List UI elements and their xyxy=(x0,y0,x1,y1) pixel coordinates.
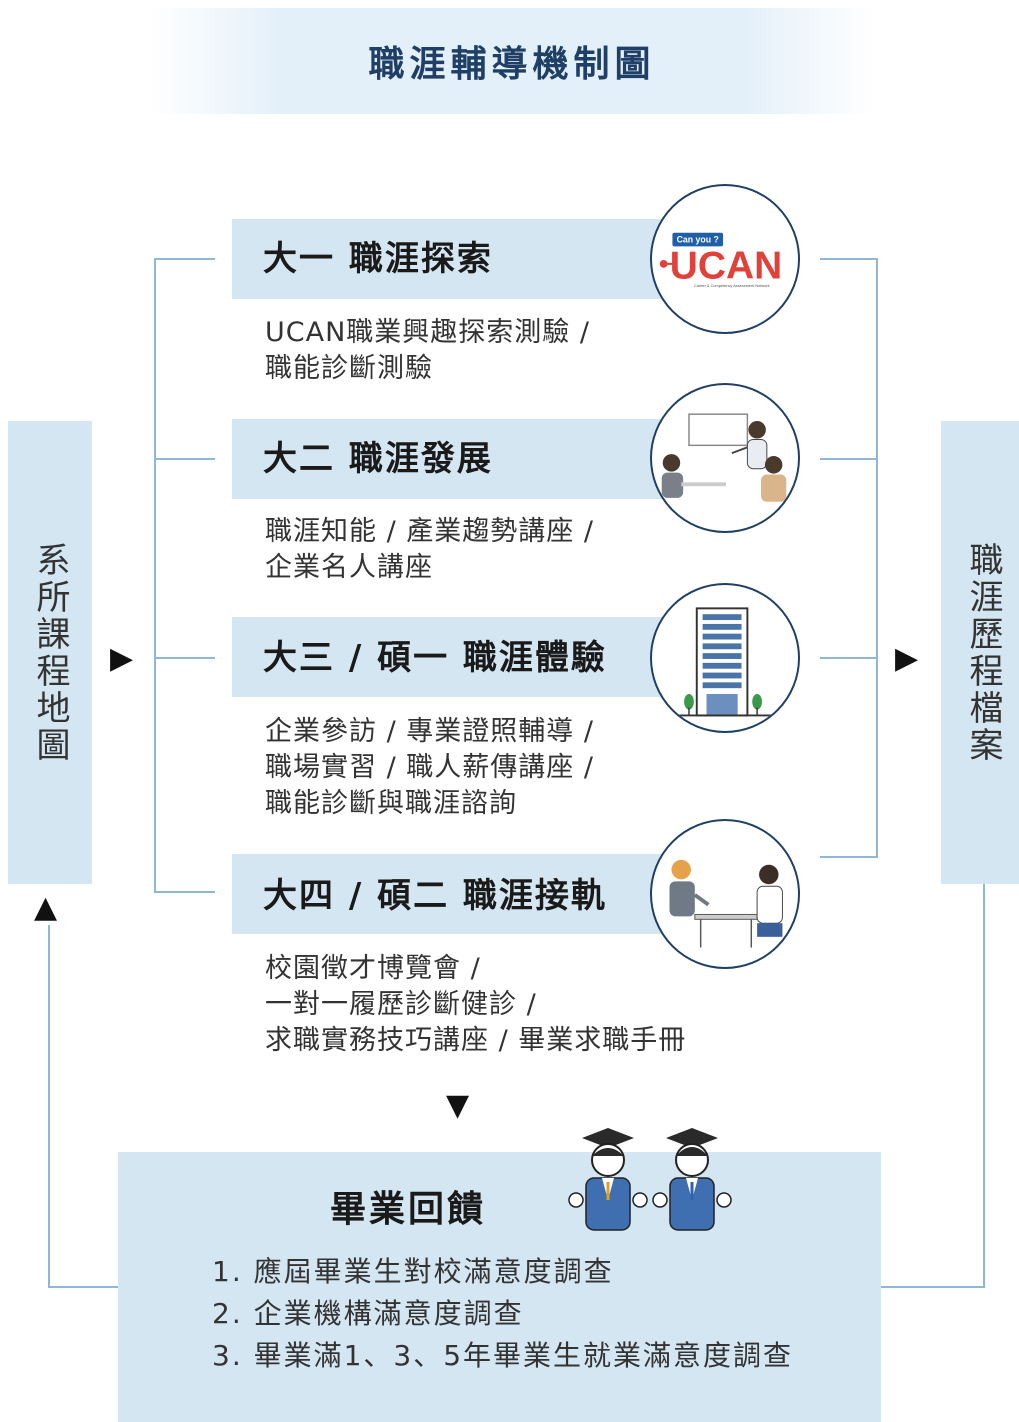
stage-2-desc-line: 企業名人講座 xyxy=(265,552,433,583)
feedback-item: 2. 企業機構滿意度調查 xyxy=(212,1297,524,1330)
stage-3-title: 大三 / 碩一 職涯體驗 xyxy=(263,638,607,678)
ucan-logo: Can you ? UCAN Career & Competency Asses… xyxy=(650,184,800,334)
stage-4-desc-line: 校園徵才博覽會 / xyxy=(265,953,481,984)
stage-3-bar xyxy=(232,617,666,697)
ucan-name: UCAN xyxy=(670,244,782,287)
arrow-down-icon: ▼ xyxy=(446,1088,470,1123)
stage-1-desc-line: UCAN職業興趣探索測驗 / xyxy=(265,317,590,348)
stage-2-desc-line: 職涯知能 / 產業趨勢講座 / xyxy=(265,516,594,547)
arrow-right-icon: ▶ xyxy=(895,641,919,676)
arrow-right-icon: ▶ xyxy=(110,641,134,676)
right-panel: 職涯歷程檔案 xyxy=(941,421,1019,884)
presentation-meeting-icon xyxy=(650,383,800,533)
stage-4-desc-line: 求職實務技巧講座 / 畢業求職手冊 xyxy=(265,1025,687,1056)
graduates-icon xyxy=(560,1120,740,1232)
title-banner: 職涯輔導機制圖 xyxy=(150,8,874,114)
right-panel-label: 職涯歷程檔案 xyxy=(963,541,1003,764)
stage-3-desc-line: 職場實習 / 職人薪傳講座 / xyxy=(265,752,594,783)
stage-1-bar xyxy=(232,219,666,299)
stage-4-bar xyxy=(232,854,666,934)
job-interview-icon xyxy=(650,819,800,969)
ucan-tagline: Can you ? xyxy=(677,234,719,244)
stage-2-title: 大二 職涯發展 xyxy=(263,439,493,479)
stage-3-desc-line: 職能診斷與職涯諮詢 xyxy=(265,788,517,819)
page-title: 職涯輔導機制圖 xyxy=(368,44,656,85)
feedback-item: 3. 畢業滿1、3、5年畢業生就業滿意度調查 xyxy=(212,1339,794,1372)
feedback-panel xyxy=(118,1152,881,1422)
ucan-subtitle: Career & Competency Assessment Network xyxy=(694,283,770,288)
office-building-icon xyxy=(650,583,800,733)
stage-4-title: 大四 / 碩二 職涯接軌 xyxy=(263,876,607,916)
stage-4-desc-line: 一對一履歷診斷健診 / xyxy=(265,989,537,1020)
feedback-title: 畢業回饋 xyxy=(330,1189,487,1230)
arrow-up-icon: ▲ xyxy=(34,890,58,925)
left-panel: 系所課程地圖 xyxy=(8,421,92,884)
stage-1-title: 大一 職涯探索 xyxy=(263,239,493,279)
stage-2-bar xyxy=(232,419,666,499)
feedback-item: 1. 應屆畢業生對校滿意度調查 xyxy=(212,1255,614,1288)
stage-1-desc-line: 職能診斷測驗 xyxy=(265,353,433,384)
stage-3-desc-line: 企業參訪 / 專業證照輔導 / xyxy=(265,716,594,747)
left-panel-label: 系所課程地圖 xyxy=(30,541,70,764)
